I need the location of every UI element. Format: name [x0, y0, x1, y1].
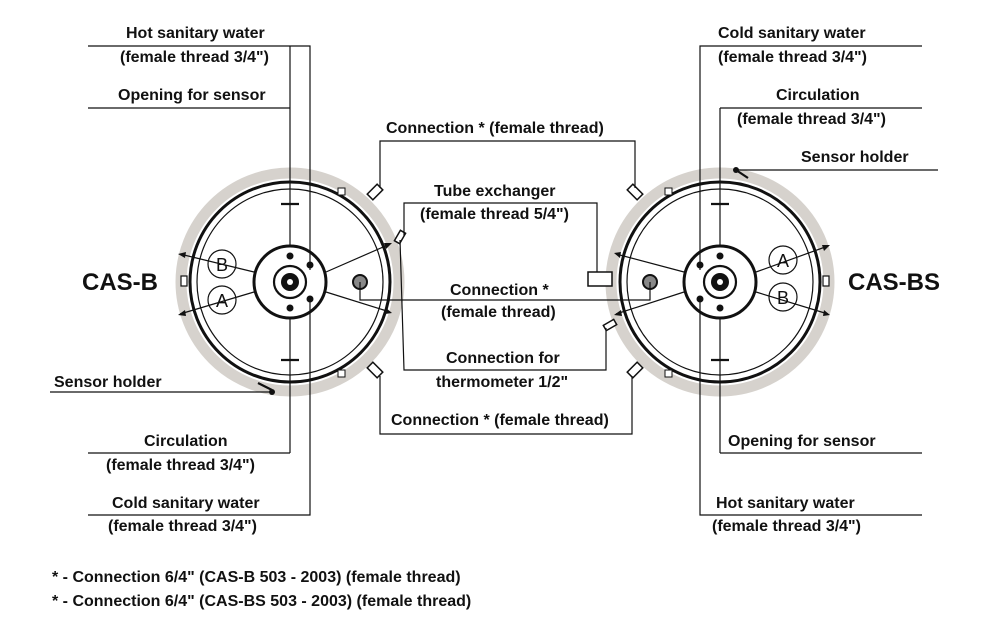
cas-b-arrow-line [179, 291, 255, 315]
label-connection-mid: Connection * [450, 282, 549, 299]
label-left-circulation-thread: (female thread 3/4") [106, 457, 255, 474]
cas-bs-bolt [716, 252, 724, 260]
cas-b-tube-nozzle [393, 229, 407, 245]
label-right-cold-water: Cold sanitary water [718, 25, 866, 42]
cas-bs-circle-a [768, 245, 798, 275]
label-right-hot-water: Hot sanitary water [716, 495, 855, 512]
cas-bs-top-nozzle [626, 183, 644, 201]
leader-left-hot-water [88, 45, 311, 270]
leader-right-hot-water [699, 296, 922, 516]
label-right-circulation-thread: (female thread 3/4") [737, 111, 886, 128]
cas-bs-side-port [822, 275, 830, 287]
cas-b-lug [337, 369, 346, 378]
leader-tube-exchanger [403, 202, 598, 272]
label-thermometer: Connection for [446, 350, 560, 367]
cas-b-arrow-line [325, 243, 391, 273]
label-right-circulation: Circulation [776, 87, 860, 104]
label-left-hot-water: Hot sanitary water [126, 25, 265, 42]
label-left-opening-sensor: Opening for sensor [118, 87, 266, 104]
label-left-sensor-holder: Sensor holder [54, 374, 162, 391]
label-thermometer-size: thermometer 1/2" [436, 374, 568, 391]
cas-b-arrow-line [179, 253, 255, 273]
label-connection-top: Connection * (female thread) [386, 120, 604, 137]
cas-bs-arrow-line [615, 291, 685, 315]
cas-bs-letter-b: B [777, 288, 789, 308]
cas-bs-arrow-line [615, 253, 685, 273]
cas-bs-arrow-head [822, 245, 830, 251]
cas-b-arrow-head [178, 252, 186, 258]
label-left-circulation: Circulation [144, 433, 228, 450]
cas-bs-tube-port [587, 271, 613, 287]
cas-b-arrow-head [384, 243, 392, 249]
cas-b-arrow-line [325, 291, 391, 313]
label-left-cold-water-thread: (female thread 3/4") [108, 518, 257, 535]
cas-bs-thermometer-nozzle [602, 318, 618, 332]
leader-lines [50, 45, 938, 516]
cas-b-flange-center [287, 279, 293, 285]
cas-bs-tank: A B [587, 108, 835, 453]
label-right-cold-water-thread: (female thread 3/4") [718, 49, 867, 66]
cas-b-arrow-head [178, 310, 186, 316]
cas-b-arrow-head [385, 308, 392, 314]
cas-bs-arrow-line [755, 291, 829, 315]
leader-connection-top [379, 140, 636, 188]
label-tube-exchanger: Tube exchanger [434, 183, 556, 200]
label-connection-mid-thread: (female thread) [441, 304, 556, 321]
cas-b-lug [337, 187, 346, 196]
cas-bs-arrow-head [823, 310, 830, 316]
labels: CAS-B CAS-BS Hot sanitary water (female … [52, 25, 940, 610]
cas-b-title: CAS-B [82, 269, 158, 296]
cas-b-letter-b: B [216, 255, 228, 275]
cas-bs-bolt [716, 304, 724, 312]
cas-bs-arrow-line [755, 245, 829, 273]
cas-b-circle-b [207, 249, 237, 279]
cas-bs-lug [664, 187, 673, 196]
label-right-hot-water-thread: (female thread 3/4") [712, 518, 861, 535]
cas-b-sensor-holder [257, 382, 273, 391]
footnote-2: * - Connection 6/4" (CAS-BS 503 - 2003) … [52, 593, 471, 610]
cas-b-side-port [180, 275, 188, 287]
label-right-sensor-holder: Sensor holder [801, 149, 909, 166]
cas-bs-flange-inner [702, 264, 738, 300]
label-right-opening-sensor: Opening for sensor [728, 433, 876, 450]
cas-b-flange-inner [272, 264, 308, 300]
footnote-1: * - Connection 6/4" (CAS-B 503 - 2003) (… [52, 569, 461, 586]
cas-bs-arrow-head [614, 310, 622, 316]
cas-b-bolt [286, 252, 294, 260]
label-connection-bottom: Connection * (female thread) [391, 412, 609, 429]
cas-b-letter-a: A [216, 291, 228, 311]
leader-connection-mid [359, 282, 651, 301]
leader-connection-bottom [379, 376, 633, 435]
leader-left-cold-water [88, 296, 311, 516]
label-left-hot-water-thread: (female thread 3/4") [120, 49, 269, 66]
cas-b-bolt [286, 304, 294, 312]
cas-bs-lug [664, 369, 673, 378]
cas-bs-bottom-nozzle [626, 361, 644, 379]
label-tube-exchanger-thread: (female thread 5/4") [420, 206, 569, 223]
cas-b-circle-a [207, 285, 237, 315]
cas-bs-letter-a: A [777, 251, 789, 271]
cas-b-bottom-nozzle [366, 361, 384, 379]
leader-right-cold-water [699, 45, 922, 270]
leader-thermometer [399, 239, 607, 371]
cas-bs-flange-center [717, 279, 723, 285]
cas-bs-title: CAS-BS [848, 269, 940, 296]
label-left-cold-water: Cold sanitary water [112, 495, 260, 512]
cas-bs-arrow-head [614, 252, 621, 258]
cas-bs-circle-b [768, 282, 798, 312]
